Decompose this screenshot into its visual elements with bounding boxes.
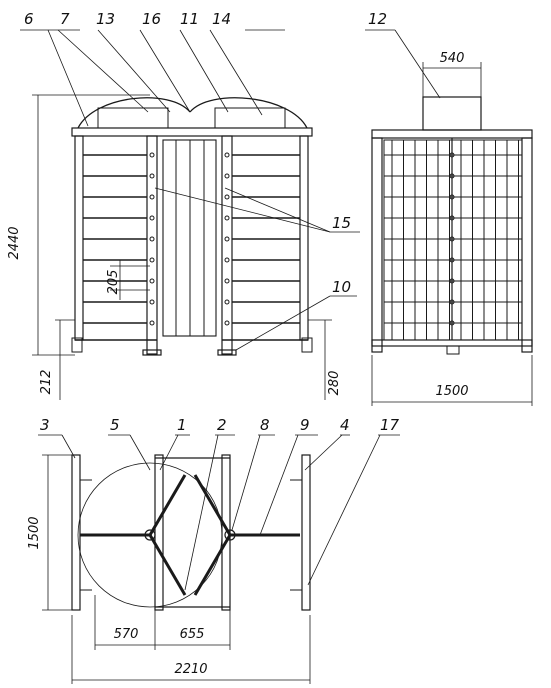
- side-view: 540 1500 12: [365, 10, 533, 406]
- bar-joint: [224, 173, 230, 179]
- bar-joint: [149, 173, 155, 179]
- bar-joint: [149, 320, 155, 326]
- dim-total: 2210: [174, 662, 207, 677]
- callout-17: 17: [380, 416, 400, 434]
- bar-joint: [149, 152, 155, 158]
- bar-joint: [224, 215, 230, 221]
- plan-view: 1500 570 655 2210 3 5 1 2 8 9: [27, 416, 400, 684]
- front-view: 2440 205 212 280 6 7 13 16 11 14 15: [7, 10, 360, 400]
- front-bars: [83, 152, 300, 326]
- bar-joint: [149, 278, 155, 284]
- callout-10: 10: [332, 278, 351, 296]
- dim-top: 540: [440, 51, 465, 66]
- bar-joint: [224, 257, 230, 263]
- callout-4: 4: [340, 416, 350, 434]
- bar-joint: [224, 299, 230, 305]
- callout-7: 7: [60, 10, 70, 28]
- callout-15: 15: [332, 214, 351, 232]
- callout-16: 16: [142, 10, 161, 28]
- callout-2: 2: [217, 416, 227, 434]
- bar-joint: [224, 320, 230, 326]
- bar-joint: [149, 236, 155, 242]
- dim-bar-gap: 205: [106, 270, 121, 295]
- bar-joint: [149, 215, 155, 221]
- dim-base: 212: [39, 370, 54, 395]
- dim-width: 1500: [435, 384, 468, 399]
- callout-1: 1: [177, 416, 187, 434]
- bar-joint: [149, 257, 155, 263]
- side-grid: [384, 140, 522, 340]
- callout-11: 11: [180, 10, 199, 28]
- dim-depth: 1500: [27, 516, 42, 549]
- callout-13: 13: [96, 10, 115, 28]
- dim-b: 655: [180, 627, 205, 642]
- bar-joint: [224, 278, 230, 284]
- callout-14: 14: [212, 10, 231, 28]
- callout-6: 6: [24, 10, 34, 28]
- dim-height: 2440: [7, 226, 22, 259]
- bar-joint: [224, 236, 230, 242]
- callout-8: 8: [260, 416, 270, 434]
- callout-3: 3: [40, 416, 50, 434]
- bar-joint: [149, 299, 155, 305]
- bar-joint: [224, 152, 230, 158]
- callout-5: 5: [110, 416, 120, 434]
- dim-base-right: 280: [327, 371, 342, 396]
- callout-9: 9: [300, 416, 310, 434]
- dim-a: 570: [114, 627, 139, 642]
- bar-joint: [149, 194, 155, 200]
- callout-12: 12: [368, 10, 387, 28]
- bar-joint: [224, 194, 230, 200]
